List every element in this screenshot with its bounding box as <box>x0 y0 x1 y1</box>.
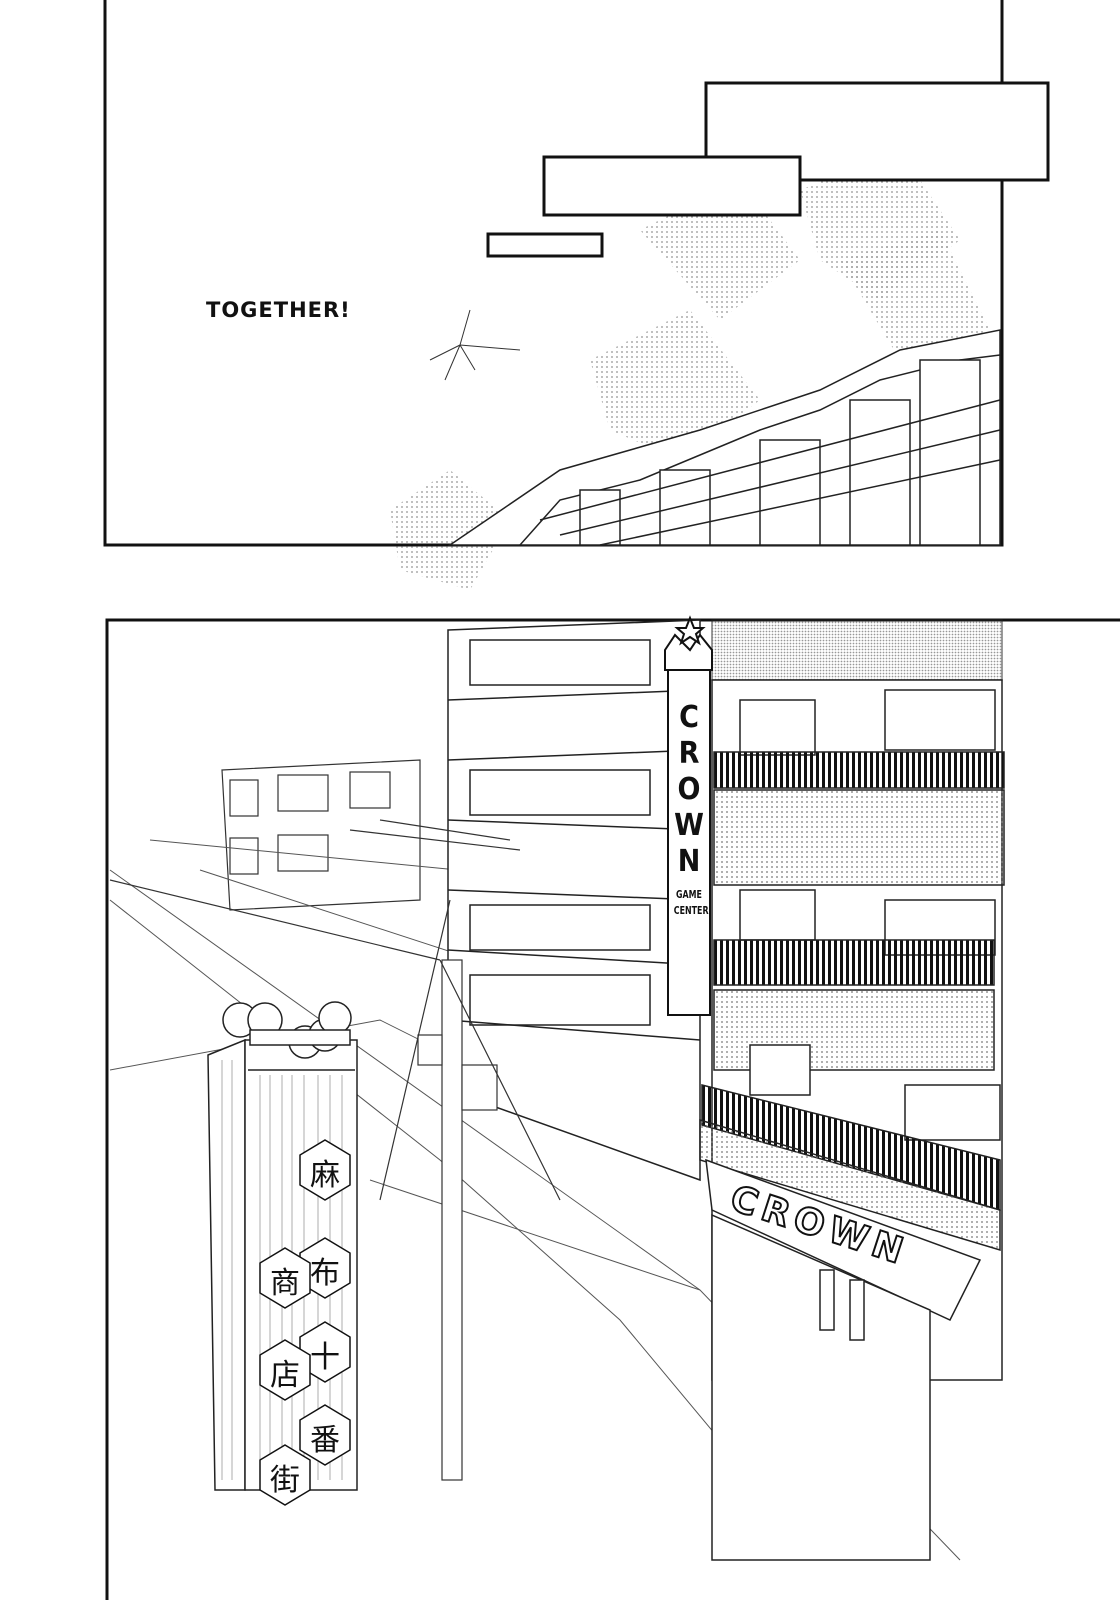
center-label: CENTER <box>673 904 709 917</box>
caption-box <box>486 232 604 258</box>
sign-char: 布 <box>310 1256 340 1291</box>
sign-char: 十 <box>310 1340 340 1375</box>
sign-char: 商 <box>270 1266 300 1301</box>
crown-sign-board <box>664 615 713 1016</box>
crown-letter: O <box>677 772 701 807</box>
crown-letter: N <box>677 844 701 879</box>
game-label: GAME <box>676 888 702 901</box>
crown-letter: W <box>674 808 704 843</box>
crown-building <box>699 619 1005 1561</box>
street-sign-pillar <box>207 1001 358 1506</box>
sign-char: 店 <box>270 1358 300 1393</box>
sign-char: 街 <box>270 1463 300 1498</box>
background-building <box>221 759 421 911</box>
twinkle-star-icon <box>429 309 521 381</box>
utility-pole <box>109 819 561 1481</box>
narration-text: TOGETHER! <box>206 298 351 322</box>
crown-vertical-sign: C R O W N GAME CENTER <box>670 700 709 918</box>
crown-letter: R <box>678 736 700 771</box>
hexagon-plates <box>259 1139 351 1506</box>
top-panel <box>103 0 1050 590</box>
buildings-skyline <box>447 329 1001 546</box>
sign-char: 番 <box>310 1423 340 1458</box>
middle-building <box>447 619 701 1182</box>
sign-char: 麻 <box>310 1158 340 1193</box>
bottom-panel <box>105 615 1120 1600</box>
crown-letter: C <box>679 700 699 735</box>
caption-box <box>542 155 802 217</box>
